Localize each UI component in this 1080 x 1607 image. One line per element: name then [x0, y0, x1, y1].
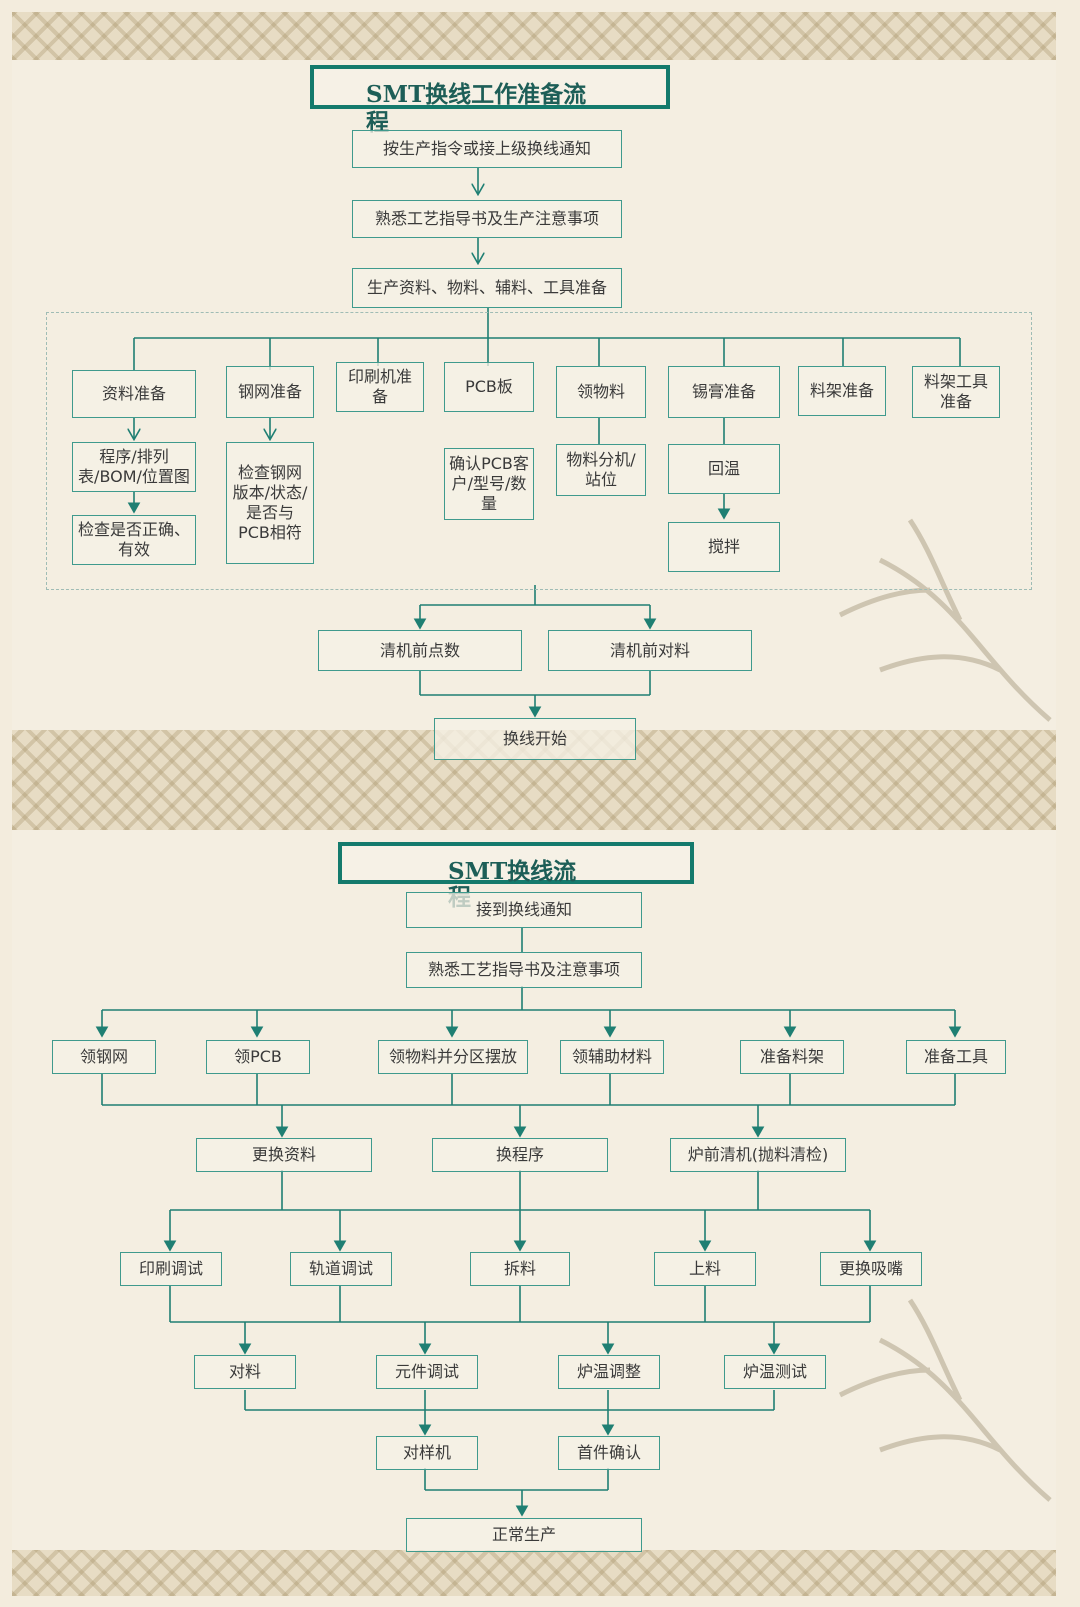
row4-item-oven-test: 炉温测试: [724, 1355, 826, 1389]
top-decorative-border: [12, 12, 1056, 60]
row1-item-aux: 领辅助材料: [560, 1040, 664, 1074]
branch-paste-sub2: 搅拌: [668, 522, 780, 572]
row1-item-material: 领物料并分区摆放: [378, 1040, 528, 1074]
row3-item-load: 上料: [654, 1252, 756, 1286]
flow1-title-line1: SMT换线工作准备流: [366, 81, 587, 108]
flow1-clean-count: 清机前点数: [318, 630, 522, 671]
row5-item-sample: 对样机: [376, 1436, 478, 1470]
flow2-step-familiarize: 熟悉工艺指导书及注意事项: [406, 952, 642, 988]
branch-docs: 资料准备: [72, 370, 196, 418]
row3-item-rail: 轨道调试: [290, 1252, 392, 1286]
flow2-final: 正常生产: [406, 1518, 642, 1552]
branch-material: 领物料: [556, 366, 646, 418]
flow1-title-line2: 程: [366, 109, 389, 136]
row1-item-feeder: 准备料架: [740, 1040, 844, 1074]
row5-item-first-article: 首件确认: [558, 1436, 660, 1470]
branch-group-frame: [46, 312, 1032, 590]
row4-item-component: 元件调试: [376, 1355, 478, 1389]
branch-pcb-sub1: 确认PCB客户/型号/数量: [444, 448, 534, 520]
flow1-step-prepare: 生产资料、物料、辅料、工具准备: [352, 268, 622, 308]
row4-item-verify: 对料: [194, 1355, 296, 1389]
row3-item-print: 印刷调试: [120, 1252, 222, 1286]
branch-printer: 印刷机准备: [336, 362, 424, 412]
branch-material-sub1: 物料分机/站位: [556, 444, 646, 496]
bottom-decorative-border: [12, 1550, 1056, 1596]
row3-item-nozzle: 更换吸嘴: [820, 1252, 922, 1286]
branch-paste-sub1: 回温: [668, 444, 780, 494]
flow1-title: SMT换线工作准备流 程: [310, 65, 670, 136]
flow2-title-line1: SMT换线流: [448, 858, 577, 885]
branch-feeder: 料架准备: [798, 366, 886, 416]
branch-docs-sub2: 检查是否正确、有效: [72, 515, 196, 565]
row1-item-stencil: 领钢网: [52, 1040, 156, 1074]
row4-item-oven-adjust: 炉温调整: [558, 1355, 660, 1389]
plum-branch-decoration-top: [838, 518, 1052, 722]
row2-item-docs: 更换资料: [196, 1138, 372, 1172]
row2-item-clean: 炉前清机(抛料清检): [670, 1138, 846, 1172]
row1-item-pcb: 领PCB: [206, 1040, 310, 1074]
flow1-clean-check: 清机前对料: [548, 630, 752, 671]
flow1-start: 换线开始: [434, 718, 636, 760]
branch-stencil: 钢网准备: [226, 366, 314, 418]
row2-item-program: 换程序: [432, 1138, 608, 1172]
row1-item-tools: 准备工具: [906, 1040, 1006, 1074]
flow1-step-familiarize: 熟悉工艺指导书及生产注意事项: [352, 200, 622, 238]
row3-item-unload: 拆料: [470, 1252, 570, 1286]
branch-paste: 锡膏准备: [668, 366, 780, 418]
flow2-step-notify: 接到换线通知: [406, 892, 642, 928]
flow2-title: SMT换线流 程: [338, 842, 694, 911]
plum-branch-decoration-bottom: [838, 1298, 1052, 1502]
branch-stencil-sub1: 检查钢网版本/状态/是否与PCB相符: [226, 442, 314, 564]
flow2-panel: [12, 830, 1056, 1550]
flow1-step-notify: 按生产指令或接上级换线通知: [352, 130, 622, 168]
branch-docs-sub1: 程序/排列表/BOM/位置图: [72, 442, 196, 492]
branch-pcb: PCB板: [444, 362, 534, 412]
branch-tools: 料架工具准备: [912, 366, 1000, 418]
